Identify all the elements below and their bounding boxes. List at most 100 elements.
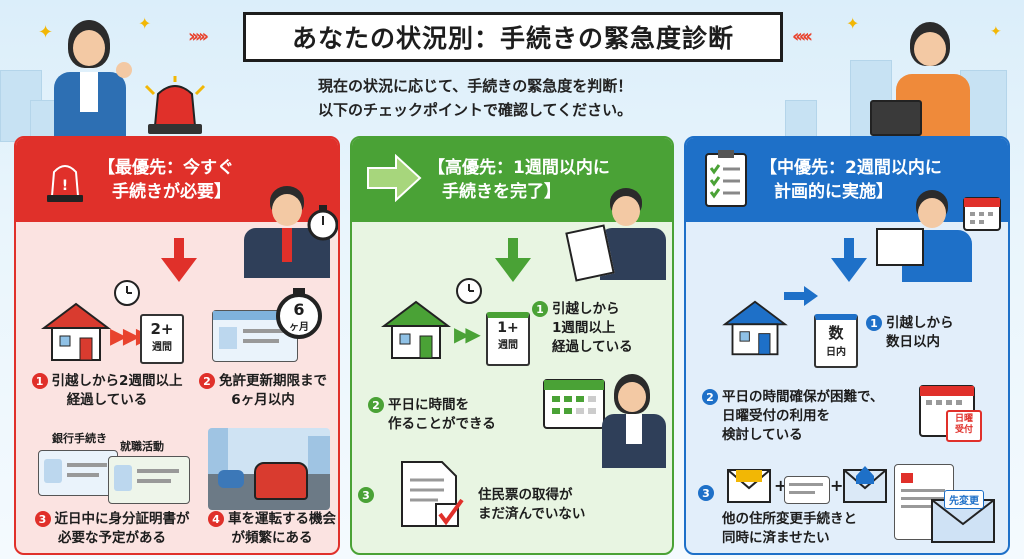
calendar-icon xyxy=(962,192,1002,232)
calendar-badge-unit: 週間 xyxy=(498,340,518,351)
item-text: 引越しから xyxy=(552,301,620,317)
item-number: 1 xyxy=(866,315,882,331)
progress-arrows-icon: ▶▶ xyxy=(454,322,481,346)
sparkle-icon: ✦ xyxy=(990,24,1002,40)
svg-text:!: ! xyxy=(62,178,68,194)
document-check-icon xyxy=(398,460,468,530)
id-card-icon xyxy=(108,456,190,504)
item-text: 6ヶ月以内 xyxy=(231,392,295,408)
item-text: 経過している xyxy=(552,339,633,355)
column-header: 【中優先：2週間以内に 計画的に実施】 xyxy=(686,138,1008,222)
calendar-badge-value: 2+ xyxy=(150,320,174,338)
sparkle-icon: ✦ xyxy=(138,14,152,33)
item-number: 1 xyxy=(532,301,548,317)
item-text: 引越しから xyxy=(886,315,954,331)
checklist-item-3: 3 xyxy=(358,486,398,505)
column-title: 【最優先：今すぐ 手続きが必要】 xyxy=(98,156,234,204)
timer-badge-unit: ヶ月 xyxy=(289,322,309,333)
item-text: 近日中に身分証明書が xyxy=(54,511,190,527)
item-text: 平日に時間を xyxy=(388,397,469,413)
item-text: 住民票の取得が xyxy=(478,487,573,503)
clock-icon xyxy=(112,278,142,308)
siren-icon xyxy=(140,76,210,136)
chevrons-right-icon: ‹‹‹‹‹ xyxy=(792,26,813,47)
book-icon xyxy=(870,100,922,136)
calendar-badge: 数 日内 xyxy=(814,314,858,368)
item-text: 数日以内 xyxy=(886,334,940,350)
plus-icon: + xyxy=(830,476,844,495)
checklist-item-3-text: 他の住所変更手続きと 同時に済ませたい xyxy=(722,510,902,548)
item-text: 経過している xyxy=(66,392,148,408)
car-road-illustration xyxy=(208,428,330,510)
clipboard-checklist-icon xyxy=(702,148,750,210)
reading-man-illustration xyxy=(876,190,972,282)
house-icon xyxy=(720,298,790,358)
calendar-badge: 1+ 週間 xyxy=(486,312,530,366)
item-text: 検討している xyxy=(722,427,803,443)
right-arrow-icon xyxy=(366,154,422,202)
envelope-icon xyxy=(726,468,772,504)
siren-icon: ! xyxy=(42,158,88,204)
item-number: 2 xyxy=(702,389,718,405)
sunday-calendar-icon: 日曜 受付 xyxy=(918,380,982,442)
address-card-icon xyxy=(784,476,830,504)
column-title-line: 計画的に実施】 xyxy=(774,182,893,202)
item-number: 1 xyxy=(31,373,48,389)
down-arrow-icon xyxy=(495,258,531,282)
column-top-priority: ! 【最優先：今すぐ 手続きが必要】 ▶▶▶ 2+ 週間 xyxy=(14,136,340,555)
calendar-badge-value: 1+ xyxy=(497,320,519,336)
house-icon xyxy=(380,298,452,362)
stopwatch-icon xyxy=(306,204,338,242)
column-title-line: 【高優先：1週間以内に xyxy=(428,158,610,178)
sunday-badge-line: 日曜 xyxy=(954,414,973,424)
item-text: が頻繁にある xyxy=(231,530,313,546)
page-subtitle: 現在の状況に応じて、手続きの緊急度を判断！ 以下のチェックポイントで確認してくだ… xyxy=(318,74,738,122)
calendar-icon xyxy=(542,374,606,430)
item-text: まだ済んでいない xyxy=(478,506,586,522)
calendar-badge-unit: 週間 xyxy=(152,342,172,353)
envelope-label: 先変更 xyxy=(944,490,984,509)
timer-badge-value: 6 xyxy=(293,300,305,319)
item-text: 平日の時間確保が困難で、 xyxy=(722,389,884,405)
item-number: 2 xyxy=(368,397,384,413)
clock-icon xyxy=(454,276,484,306)
chevrons-left-icon: ››››› xyxy=(188,26,209,47)
subtitle-line: 以下のチェックポイントで確認してください。 xyxy=(318,101,633,119)
column-title-line: 【中優先：2週間以内に xyxy=(760,158,942,178)
subtitle-line: 現在の状況に応じて、手続きの緊急度を判断！ xyxy=(318,77,633,95)
reading-woman-illustration xyxy=(870,22,978,136)
checklist-item-3-text: 住民票の取得が まだ済んでいない xyxy=(478,486,628,524)
page-title: あなたの状況別：手続きの緊急度診断 xyxy=(243,12,783,62)
column-title: 【高優先：1週間以内に 手続きを完了】 xyxy=(428,156,610,204)
down-arrow-icon xyxy=(161,258,197,282)
book-icon xyxy=(876,228,924,266)
item-number: 4 xyxy=(208,511,224,527)
sunday-badge-line: 受付 xyxy=(954,425,973,435)
sunday-badge: 日曜 受付 xyxy=(946,410,982,442)
item-number: 3 xyxy=(34,511,51,527)
column-title-line: 手続きを完了】 xyxy=(442,182,561,202)
car-icon xyxy=(254,462,308,500)
calendar-badge: 2+ 週間 xyxy=(140,314,184,364)
envelope-house-icon xyxy=(842,462,888,504)
job-card-label: 就職活動 xyxy=(120,440,164,453)
down-arrow-icon xyxy=(831,258,867,282)
item-text: 日曜受付の利用を xyxy=(722,408,830,424)
down-arrow-stem xyxy=(844,238,854,260)
item-text: 同時に済ませたい xyxy=(722,530,830,546)
checklist-item-3: 3 xyxy=(698,484,722,503)
item-number: 3 xyxy=(698,485,714,501)
column-title-line: 手続きが必要】 xyxy=(112,182,231,202)
sparkle-icon: ✦ xyxy=(846,14,860,33)
item-text: 免許更新期限まで xyxy=(219,373,327,389)
timer-badge: 6 ヶ月 xyxy=(274,286,324,340)
change-envelope-icon: 先変更 xyxy=(930,490,996,544)
